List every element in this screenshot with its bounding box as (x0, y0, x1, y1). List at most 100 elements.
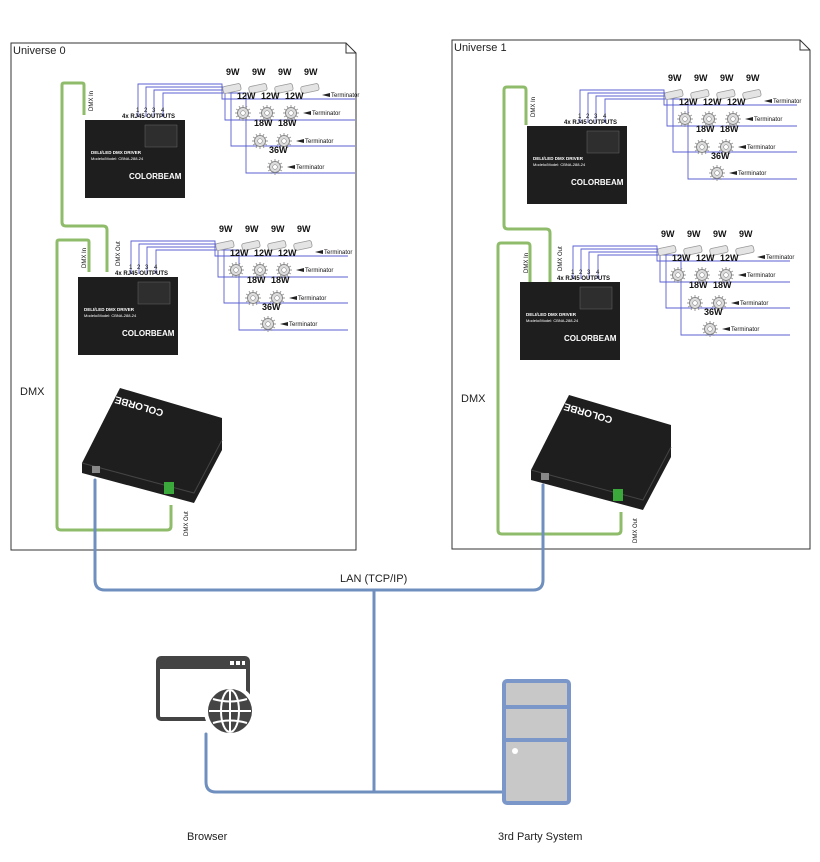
universe-0-title: Universe 0 (13, 45, 66, 57)
universe-0-driver-0-row-1-terminator-icon (303, 111, 311, 115)
universe-1-driver-1-model-sub: Modelo/Model: CBNA-288-24 (526, 318, 579, 323)
universe-1-driver-1-brand: COLORBEAM (564, 334, 617, 343)
universe-1-driver-1-row-0-wattage-1: 9W (687, 229, 701, 239)
universe-1-driver-1-model-title: DELI/LED DMX DRIVER (526, 312, 577, 317)
universe-0-driver-1-port-4: 4 (154, 265, 158, 271)
universe-1-processor-box (531, 395, 671, 510)
universe-1-driver-1-port-4: 4 (596, 270, 600, 276)
universe-1-driver-0-row-2-fixture-1 (718, 139, 734, 155)
universe-0-processor-box (82, 388, 222, 503)
universe-1-driver-1-row-0-fixture-3 (735, 245, 755, 256)
browser-label: Browser (187, 831, 228, 843)
universe-1-driver-1-port-1: 1 (571, 270, 575, 276)
universe-0-driver-0-model-sub: Modelo/Model: CBNA-288-24 (91, 156, 144, 161)
universe-1-driver-1-row-0-fixture-2 (709, 245, 729, 256)
universe-1-driver-1-row-1-fixture-1 (694, 267, 710, 283)
universe-1-driver-0-row-0-wattage-3: 9W (746, 73, 760, 83)
universe-0-driver-1-port-1: 1 (129, 265, 133, 271)
universe-1-driver-1-row-0-wattage-0: 9W (661, 229, 675, 239)
universe-1-driver-0-outputs-label: 4x RJ45 OUTPUTS (564, 120, 617, 126)
universe-0-driver-0-row-1-wattage-1: 12W (261, 91, 280, 101)
universe-0-driver-1-brand: COLORBEAM (122, 329, 175, 338)
universe-1-driver-0-row-1-wattage-0: 12W (679, 97, 698, 107)
universe-1-driver-0-row-1-terminator: Terminator (754, 117, 782, 123)
universe-0-driver-1-row-0-wattage-3: 9W (297, 224, 311, 234)
universe-0-driver-1-model-title: DELI/LED DMX DRIVER (84, 307, 135, 312)
universe-1-driver-0-row-2-terminator-icon (738, 145, 746, 149)
universe-0-driver-0-dmx-in-label: DMX In (89, 91, 95, 111)
universe-0-driver-1-row-3-wattage-0: 36W (262, 302, 281, 312)
universe-0-driver-0-row-3-terminator: Terminator (296, 165, 324, 171)
browser-globe-icon (156, 656, 256, 737)
universe-0-driver-0-row-3-terminator-icon (287, 165, 295, 169)
universe-0-driver-1-row-2-fixture-1 (269, 290, 285, 306)
universe-1-processor-dmx-out-label: DMX Out (633, 518, 639, 543)
universe-1-driver-1-row-3-wattage-0: 36W (704, 307, 723, 317)
universe-0-driver-0-model-title: DELI/LED DMX DRIVER (91, 150, 142, 155)
universe-0-driver-1-row-2-wattage-0: 18W (247, 275, 266, 285)
universe-1-driver-1-row-3-fixture-0 (702, 321, 718, 337)
universe-0-driver-1-row-1-fixture-0 (228, 262, 244, 278)
universe-1-driver-1-outputs-label: 4x RJ45 OUTPUTS (557, 276, 610, 282)
universe-1-driver-0-row-0-wattage-1: 9W (694, 73, 708, 83)
universe-1-driver-0-row-3-terminator-icon (729, 171, 737, 175)
universe-1-driver-1-dmx-out-label: DMX Out (558, 246, 564, 271)
universe-1-driver-0-row-0-fixture-2 (716, 89, 736, 100)
lan-label: LAN (TCP/IP) (340, 573, 407, 585)
universe-0-driver-0-row-0-wattage-1: 9W (252, 67, 266, 77)
universe-1-driver-1-row-3-terminator-icon (722, 327, 730, 331)
universe-0-driver-0-port-1: 1 (136, 108, 140, 114)
universe-0-driver-1-row-0-wattage-2: 9W (271, 224, 285, 234)
universe-1-dmx-cable (496, 85, 623, 536)
universe-0-driver-1-port-2: 2 (137, 265, 141, 271)
universe-0-driver-0-outputs-label: 4x RJ45 OUTPUTS (122, 114, 175, 120)
universe-0-driver-1-row-2-terminator: Terminator (298, 296, 326, 302)
universe-1-driver-1-row-0-terminator: Terminator (766, 255, 794, 261)
universe-1-driver-1-row-0-wattage-3: 9W (739, 229, 753, 239)
universe-0-driver-1-row-1-fixture-1 (252, 262, 268, 278)
universe-1-driver-0-row-1-wattage-2: 12W (727, 97, 746, 107)
universe-1-driver-0-port-2: 2 (586, 114, 590, 120)
universe-1-driver-0-row-2-terminator: Terminator (747, 145, 775, 151)
universe-1-driver-0-model-sub: Modelo/Model: CBNA-288-24 (533, 162, 586, 167)
universe-1-driver-1-port-3: 3 (587, 270, 591, 276)
universe-1-driver-1-row-0-terminator-icon (757, 255, 765, 259)
universe-0-driver-0-row-2-terminator: Terminator (305, 139, 333, 145)
universe-0-driver-0-port-3: 3 (152, 108, 156, 114)
universe-0-driver-0-row-2-fixture-1 (276, 133, 292, 149)
server-tower-icon (502, 679, 571, 805)
universe-1-driver-1-row-1-wattage-1: 12W (696, 253, 715, 263)
universe-0-driver-0-row-1-terminator: Terminator (312, 111, 340, 117)
universe-1-driver-1-row-0-fixture-1 (683, 245, 703, 256)
universe-0-driver-0-row-1-fixture-0 (235, 105, 251, 121)
universe-0-driver-0-row-2-wattage-0: 18W (254, 118, 273, 128)
universe-1-driver-1-row-1-wattage-2: 12W (720, 253, 739, 263)
universe-1-driver-1-dmx-in-label: DMX In (524, 253, 530, 273)
universe-1-driver-0-row-0-fixture-0 (664, 89, 684, 100)
universe-1-processor-dmx-connector (613, 489, 623, 501)
universe-0-driver-0-port-block (144, 124, 178, 148)
universe-0-driver-1-row-0-wattage-0: 9W (219, 224, 233, 234)
universe-0-processor-dmx-connector (164, 482, 174, 494)
universe-1-driver-1-row-1-fixture-2 (718, 267, 734, 283)
universe-1-driver-0-row-2-wattage-1: 18W (720, 124, 739, 134)
universe-0-driver-1-row-0-fixture-0 (215, 240, 235, 251)
universe-0-driver-1-row-3-terminator-icon (280, 322, 288, 326)
universe-1-driver-0-row-2-fixture-0 (694, 139, 710, 155)
universe-0-driver-0-row-1-fixture-1 (259, 105, 275, 121)
universe-1-driver-1-row-2-wattage-1: 18W (713, 280, 732, 290)
universe-0-driver-0-row-0-wattage-3: 9W (304, 67, 318, 77)
